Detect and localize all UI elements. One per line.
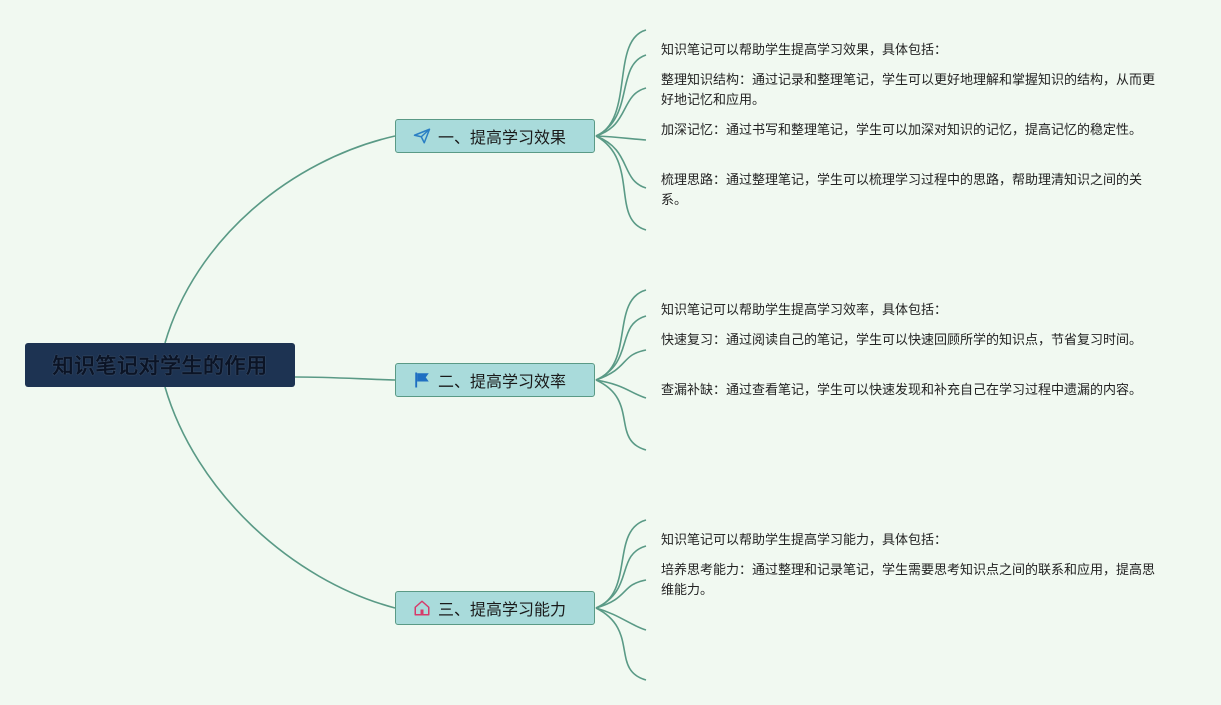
leaf-text: 知识笔记可以帮助学生提高学习能力，具体包括： bbox=[661, 533, 948, 548]
connector-b2-leaf-4 bbox=[595, 379, 647, 399]
leaf-text: 整理知识结构：通过记录和整理笔记，学生可以更好地理解和掌握知识的结构，从而更好地… bbox=[661, 73, 1156, 108]
connector-b1-leaf-5 bbox=[595, 135, 647, 189]
leaf-text: 梳理思路：通过整理笔记，学生可以梳理学习过程中的思路，帮助理清知识之间的关系。 bbox=[661, 173, 1143, 208]
leaf-text: 培养思考能力：通过整理和记录笔记，学生需要思考知识点之间的联系和应用，提高思维能… bbox=[661, 563, 1156, 598]
connector-b1-leaf-3 bbox=[595, 87, 647, 137]
root-node[interactable]: 知识笔记对学生的作用 bbox=[25, 343, 295, 387]
leaf-text: 快速复习：通过阅读自己的笔记，学生可以快速回顾所学的知识点，节省复习时间。 bbox=[661, 333, 1143, 348]
connector-b2-leaf-5 bbox=[595, 379, 647, 451]
leaf-text: 加深记忆：通过书写和整理笔记，学生可以加深对知识的记忆，提高记忆的稳定性。 bbox=[661, 123, 1143, 138]
connector-b2-leaf-2 bbox=[595, 315, 647, 381]
connector-root-branch-2 bbox=[294, 376, 396, 381]
connector-b3-leaf-5 bbox=[595, 607, 647, 681]
leaf-text: 查漏补缺：通过查看笔记，学生可以快速发现和补充自己在学习过程中遗漏的内容。 bbox=[661, 383, 1143, 398]
connector-b1-leaf-2 bbox=[595, 54, 647, 137]
flag-icon bbox=[412, 370, 432, 390]
branch-label: 三、提高学习能力 bbox=[438, 600, 567, 619]
connector-b1-leaf-4 bbox=[595, 135, 647, 141]
branch-label: 二、提高学习效率 bbox=[438, 372, 567, 391]
connector-root-branch-1 bbox=[164, 135, 396, 344]
branch-node-learning-efficiency[interactable]: 二、提高学习效率 bbox=[395, 363, 595, 397]
branch-node-learning-effect[interactable]: 一、提高学习效果 bbox=[395, 119, 595, 153]
connector-b3-leaf-4 bbox=[595, 607, 647, 631]
connector-b3-leaf-2 bbox=[595, 545, 647, 609]
connector-b2-leaf-3 bbox=[595, 349, 647, 381]
leaf-text: 知识笔记可以帮助学生提高学习效率，具体包括： bbox=[661, 303, 948, 318]
branch-label: 一、提高学习效果 bbox=[438, 128, 567, 147]
branch-node-learning-ability[interactable]: 三、提高学习能力 bbox=[395, 591, 595, 625]
connector-b1-leaf-1 bbox=[595, 29, 647, 137]
paper-plane-icon bbox=[412, 126, 432, 146]
root-title: 知识笔记对学生的作用 bbox=[52, 354, 268, 378]
connector-b1-leaf-6 bbox=[595, 135, 647, 231]
connector-b3-leaf-3 bbox=[595, 579, 647, 609]
leaf-text: 知识笔记可以帮助学生提高学习效果，具体包括： bbox=[661, 43, 948, 58]
home-icon bbox=[412, 598, 432, 618]
connector-root-branch-3 bbox=[164, 386, 396, 609]
